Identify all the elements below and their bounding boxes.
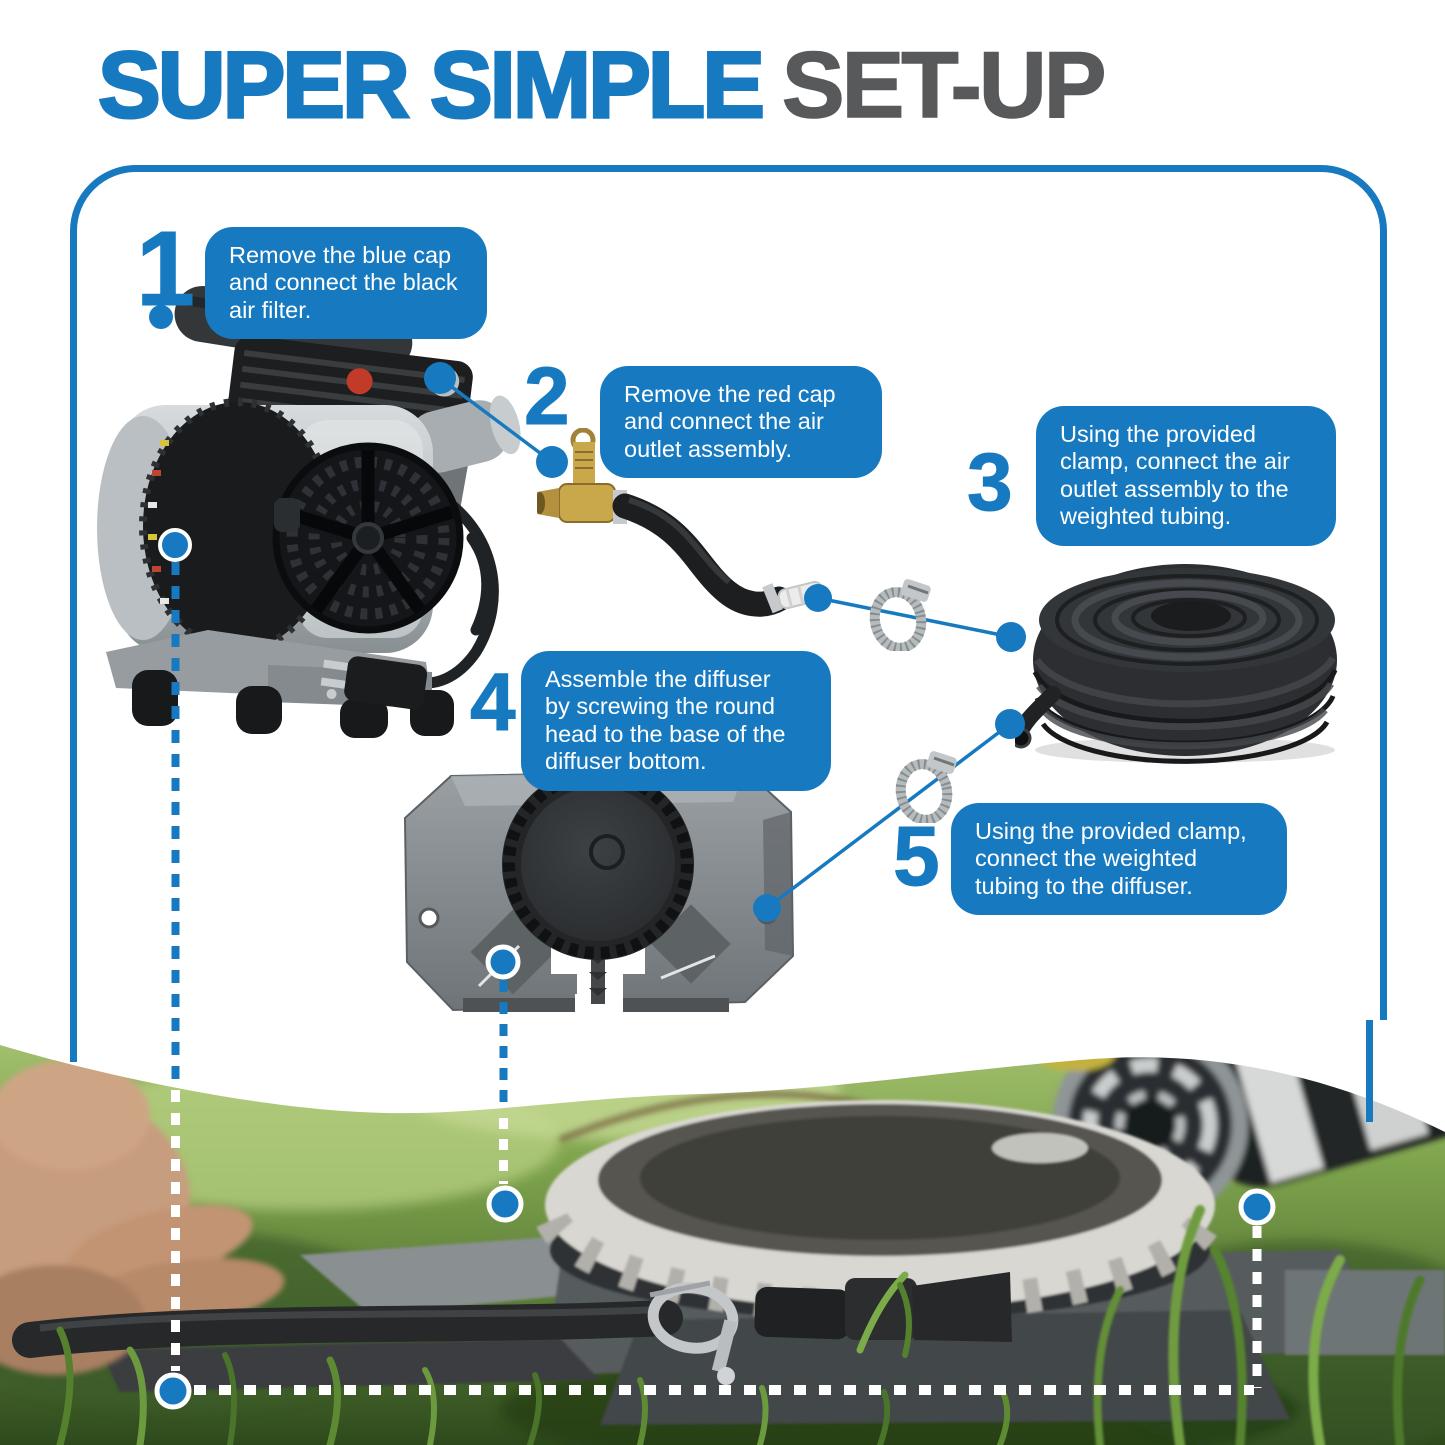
brass-valve [537,428,616,523]
step-1-callout: Remove the blue cap and connect the blac… [205,227,487,340]
step-3-callout: Using the provided clamp, connect the ai… [1036,406,1336,546]
step-1-number: 1 [136,210,196,328]
rubber-feet [132,670,454,738]
diffuser-illustration [403,768,795,1016]
mount-hole-right [756,903,778,925]
frame-left-border-stub [70,1020,77,1062]
power-cord [410,489,499,689]
content-frame [70,165,1387,1445]
step-5-number: 5 [893,809,941,903]
title-secondary: SET-UP [781,32,1107,137]
photo-tubing-connection [12,1272,1012,1385]
photo-diffuser-disc [536,1100,1225,1324]
air-outlet-assembly-illustration [537,428,824,617]
end-band [762,583,783,614]
hose-clamp-1-illustration [869,579,931,651]
step-4-number: 4 [470,657,517,748]
motor-drum [143,402,333,650]
coil-hole [1151,601,1231,631]
step-2-number: 2 [524,351,571,442]
step-2-callout: Remove the red cap and connect the air o… [600,366,882,479]
diffuser-head [502,768,694,960]
title-primary: SUPER SIMPLE [97,32,767,137]
power-plug [320,656,428,710]
installation-photo [0,1020,1445,1445]
red-cap [346,368,373,395]
weighted-tubing-illustration [1015,564,1338,764]
outlet-hose [612,493,792,617]
white-fitting [777,580,824,610]
step-3-number: 3 [967,437,1014,528]
step-4-callout: Assemble the diffuser by screwing the ro… [521,651,831,791]
photo-top-curve [0,1020,1445,1132]
mount-hole-left [418,907,440,929]
motor-wire-ticks [148,440,169,604]
frame-right-border-stub [1366,1020,1373,1122]
step-5-callout: Using the provided clamp, connect the we… [951,803,1287,916]
fan-cover [272,442,464,634]
